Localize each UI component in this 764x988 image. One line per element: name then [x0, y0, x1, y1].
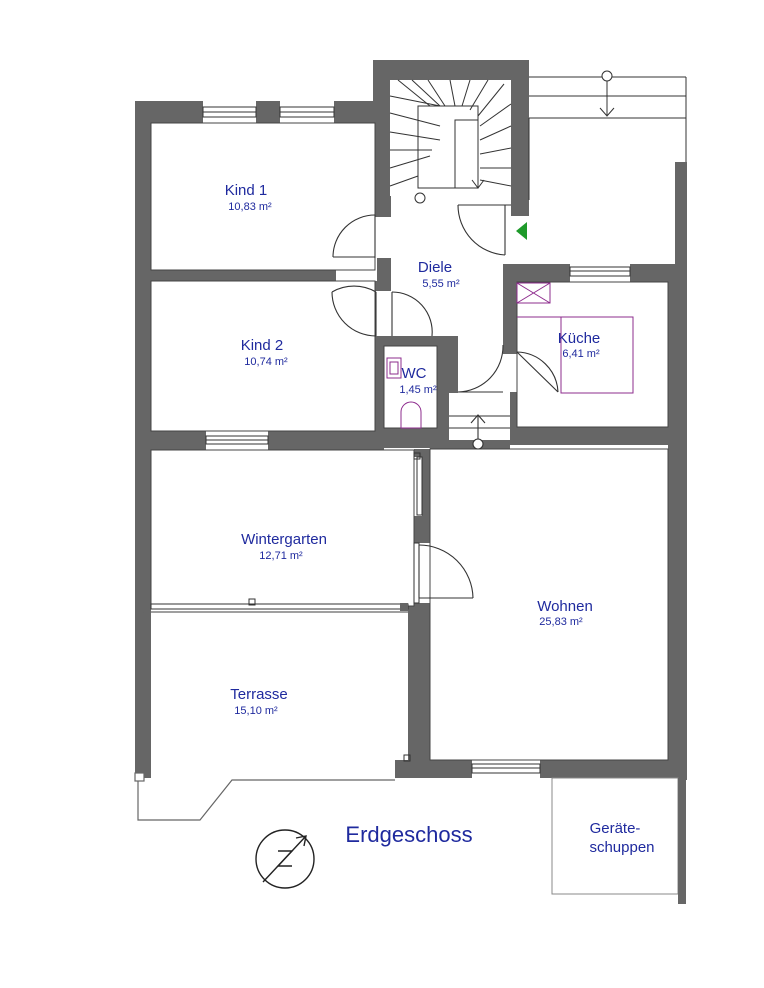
room-wintergarten-area: 12,71 m²	[259, 550, 303, 562]
room-kind2-floor	[150, 280, 376, 432]
interior-walls	[151, 123, 675, 613]
room-kueche-area: 6,41 m²	[562, 348, 600, 360]
room-kind1-area: 10,83 m²	[228, 201, 272, 213]
wc-sink	[386, 357, 402, 379]
room-wc-area: 1,45 m²	[399, 384, 437, 396]
room-wohnen-area: 25,83 m²	[539, 616, 583, 628]
room-floors	[150, 122, 669, 761]
room-diele-area: 5,55 m²	[422, 278, 460, 290]
shed-label-line1: Geräte-	[590, 820, 641, 837]
kitchen-hob	[516, 282, 551, 304]
room-kind1-floor	[150, 122, 376, 271]
staircase	[389, 79, 512, 204]
room-labels: Kind 1 10,83 m² Kind 2 10,74 m² Diele 5,…	[225, 182, 655, 856]
floor-title: Erdgeschoss	[345, 822, 472, 847]
balcony-railing	[528, 70, 687, 200]
north-arrow-icon	[255, 829, 315, 889]
wc-toilet	[400, 401, 422, 429]
room-kind2-area: 10,74 m²	[244, 356, 288, 368]
room-kueche-name: Küche	[558, 330, 601, 347]
room-wohnen-name: Wohnen	[537, 598, 593, 615]
room-kueche-floor	[516, 281, 669, 428]
windows	[150, 106, 631, 774]
exterior-walls	[135, 60, 687, 780]
garden-shed	[551, 777, 686, 904]
doors	[331, 204, 559, 599]
room-kind2-name: Kind 2	[241, 337, 284, 354]
room-terrasse-name: Terrasse	[230, 686, 288, 703]
room-wc-floor	[383, 345, 438, 429]
terrace-outline	[134, 611, 408, 821]
room-wintergarten-floor	[150, 449, 415, 607]
room-terrasse-area: 15,10 m²	[234, 705, 278, 717]
fixtures	[248, 282, 634, 762]
room-kind1-name: Kind 1	[225, 182, 268, 199]
room-wintergarten-name: Wintergarten	[241, 531, 327, 548]
kitchen-counter	[560, 316, 634, 394]
room-wc-name: WC	[402, 365, 427, 382]
room-diele-name: Diele	[418, 259, 452, 276]
shed-label-line2: schuppen	[589, 839, 654, 856]
entrance-arrow-icon	[516, 222, 527, 240]
room-wohnen-floor	[429, 448, 669, 761]
